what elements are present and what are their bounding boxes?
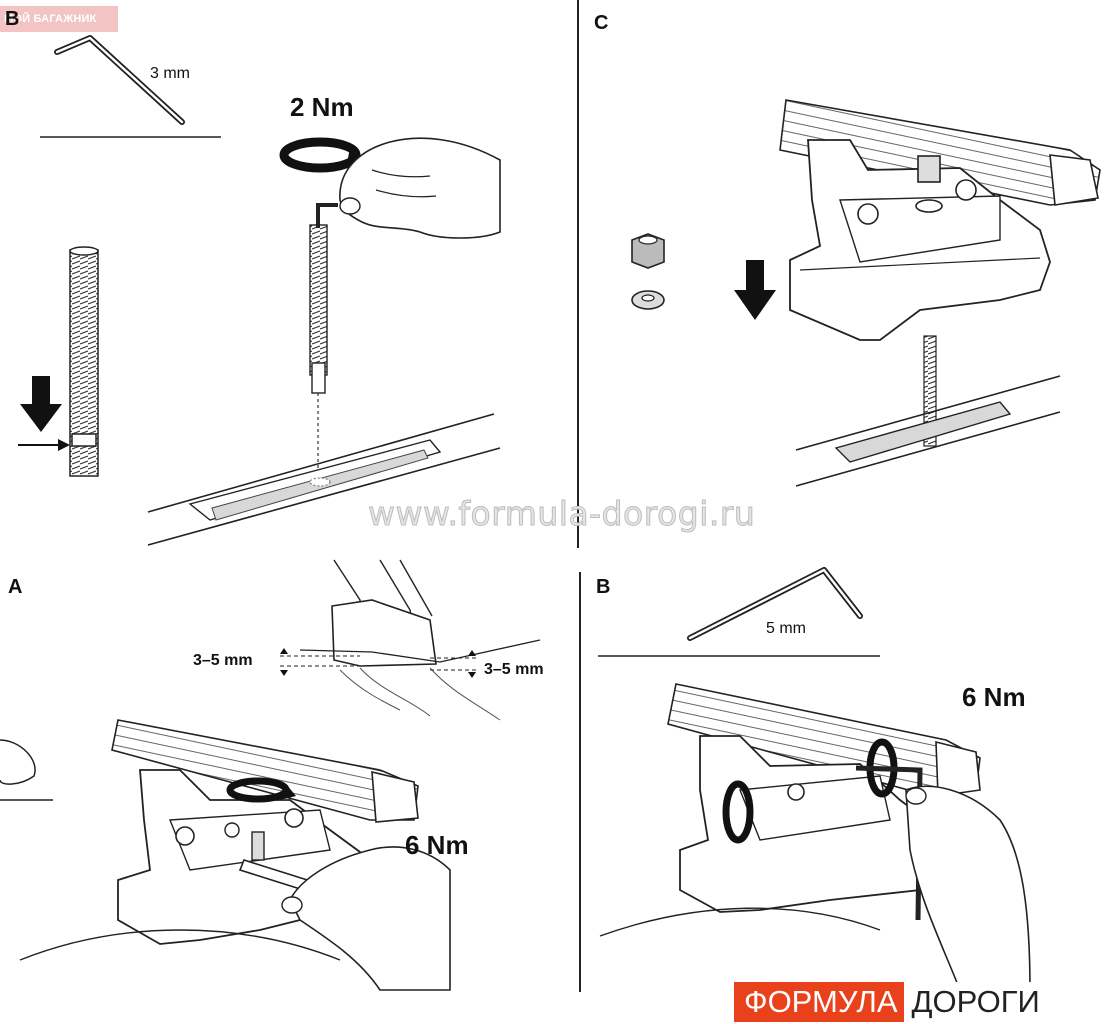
site-badge: МОЙ БАГАЖНИК [0,6,118,32]
panel-a-bottom-art [0,559,541,991]
roof-bar [111,719,419,823]
gap-detail-illustration [280,559,541,721]
watermark-url: www.formula-dorogi.ru [367,494,756,534]
hand-illustration [339,137,501,239]
foot-assembly [789,139,1051,341]
brand-logo-part1: ФОРМУЛА [734,982,904,1022]
torque-label-6nm-b: 6 Nm [962,682,1026,712]
panel-b-top-art [18,35,501,546]
wrench-size-5mm: 5 mm [766,620,806,637]
hand-illustration [905,785,1031,991]
brand-logo-part2: ДОРОГИ [903,982,1046,1022]
gap-label-right: 3–5 mm [484,661,544,678]
panel-b-bottom-art [598,567,1031,991]
threaded-bolt-icon [923,335,937,447]
panel-letter-b-top: B [5,8,20,30]
threaded-bolt-icon [69,246,99,477]
wrench-size-3mm: 3 mm [150,65,190,82]
panel-letter-c: C [594,12,609,34]
roof-rail-slot [795,375,1061,487]
gap-label-left: 3–5 mm [193,652,253,669]
foot-assembly [679,735,949,913]
panel-c-top-art [631,99,1101,487]
nut-and-washer-icon [631,233,665,310]
bolt-with-key-icon [309,203,338,480]
roof-bar [779,99,1101,206]
panel-letter-b-bottom: B [596,576,611,598]
rotation-arrow-icon [226,777,296,803]
down-arrow-icon [734,260,776,320]
torque-label-6nm-a: 6 Nm [405,830,469,860]
torque-label-2nm: 2 Nm [290,92,354,122]
down-arrow-icon [20,376,62,432]
hand-illustration [289,846,451,991]
roof-rail-slot [147,413,501,546]
panel-letter-a: A [8,576,23,598]
rotation-arrow-icon [279,137,366,173]
brand-logo: ФОРМУЛА ДОРОГИ [734,982,1046,1022]
